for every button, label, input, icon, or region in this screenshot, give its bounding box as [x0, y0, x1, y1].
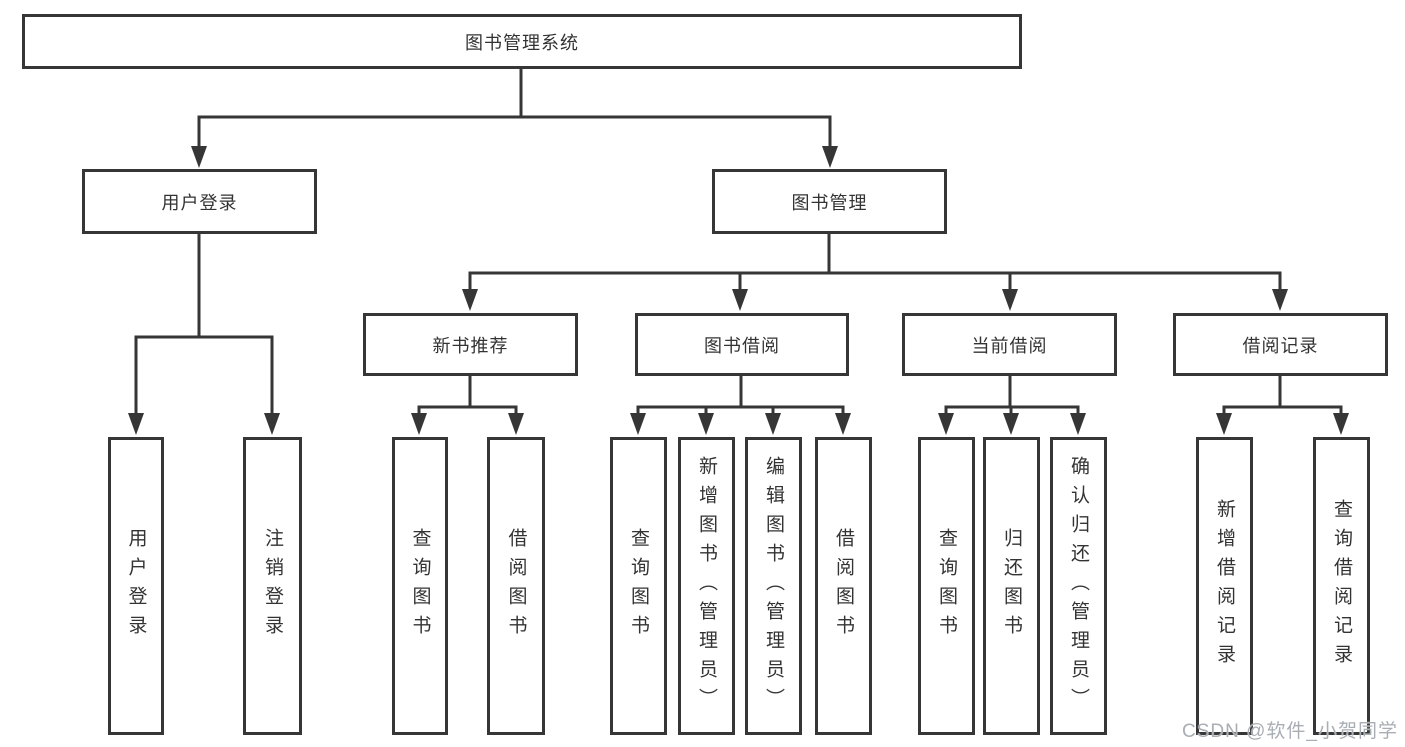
- leaf-add-borrow-record: 新增借阅记录: [1196, 437, 1253, 735]
- leaf-query-books-borrowing: 查询图书: [610, 437, 667, 735]
- leaf-query-books-current-label: 查询图书: [936, 528, 957, 644]
- node-new-book-recommend: 新书推荐: [363, 313, 578, 376]
- node-user-login-label: 用户登录: [161, 192, 238, 213]
- node-root-system: 图书管理系统: [22, 14, 1022, 69]
- node-root-system-label: 图书管理系统: [465, 32, 579, 53]
- leaf-edit-book-admin-label: 编辑图书（管理员）: [763, 455, 784, 717]
- connector-new-book-recommend-children: [411, 376, 524, 435]
- leaf-borrow-books-recommend: 借阅图书: [487, 437, 545, 735]
- node-current-borrowing: 当前借阅: [902, 313, 1117, 376]
- leaf-borrow-books-borrowing-label: 借阅图书: [833, 528, 854, 644]
- node-book-management-label: 图书管理: [791, 192, 868, 213]
- connector-borrowing-records-children: [1216, 376, 1349, 435]
- leaf-query-books-current: 查询图书: [918, 437, 975, 735]
- node-current-borrowing-label: 当前借阅: [971, 335, 1048, 356]
- node-borrowing-records: 借阅记录: [1173, 313, 1388, 376]
- node-borrowing-records-label: 借阅记录: [1242, 335, 1319, 356]
- connector-user-login-children: [128, 233, 280, 435]
- leaf-user-login: 用户登录: [108, 437, 164, 735]
- connector-current-borrowing-children: [938, 376, 1086, 435]
- connector-root-to-level2: [191, 68, 838, 168]
- node-book-borrowing-label: 图书借阅: [704, 335, 780, 356]
- leaf-add-book-admin: 新增图书（管理员）: [678, 437, 735, 735]
- leaf-logout: 注销登录: [243, 437, 302, 735]
- node-book-management: 图书管理: [712, 169, 947, 234]
- leaf-confirm-return-admin: 确认归还（管理员）: [1050, 437, 1107, 735]
- connector-book-management-children: [462, 233, 1288, 311]
- leaf-logout-label: 注销登录: [262, 528, 283, 644]
- leaf-edit-book-admin: 编辑图书（管理员）: [745, 437, 802, 735]
- leaf-confirm-return-admin-label: 确认归还（管理员）: [1068, 455, 1089, 717]
- watermark: CSDN @软件_小贺同学: [1182, 721, 1398, 742]
- leaf-add-book-admin-label: 新增图书（管理员）: [696, 455, 717, 717]
- node-new-book-recommend-label: 新书推荐: [432, 335, 509, 356]
- leaf-user-login-label: 用户登录: [125, 528, 147, 644]
- node-book-borrowing: 图书借阅: [635, 313, 849, 376]
- leaf-query-borrow-record-label: 查询借阅记录: [1331, 499, 1352, 673]
- leaf-query-borrow-record: 查询借阅记录: [1313, 437, 1370, 735]
- node-user-login: 用户登录: [82, 169, 317, 234]
- leaf-query-books-recommend-label: 查询图书: [409, 528, 431, 644]
- leaf-add-borrow-record-label: 新增借阅记录: [1214, 499, 1235, 673]
- leaf-return-books-label: 归还图书: [1001, 528, 1022, 644]
- leaf-query-books-borrowing-label: 查询图书: [628, 528, 649, 644]
- leaf-borrow-books-borrowing: 借阅图书: [815, 437, 872, 735]
- leaf-query-books-recommend: 查询图书: [392, 437, 448, 735]
- leaf-borrow-books-recommend-label: 借阅图书: [505, 528, 527, 644]
- leaf-return-books: 归还图书: [983, 437, 1040, 735]
- connector-book-borrowing-children: [630, 376, 851, 435]
